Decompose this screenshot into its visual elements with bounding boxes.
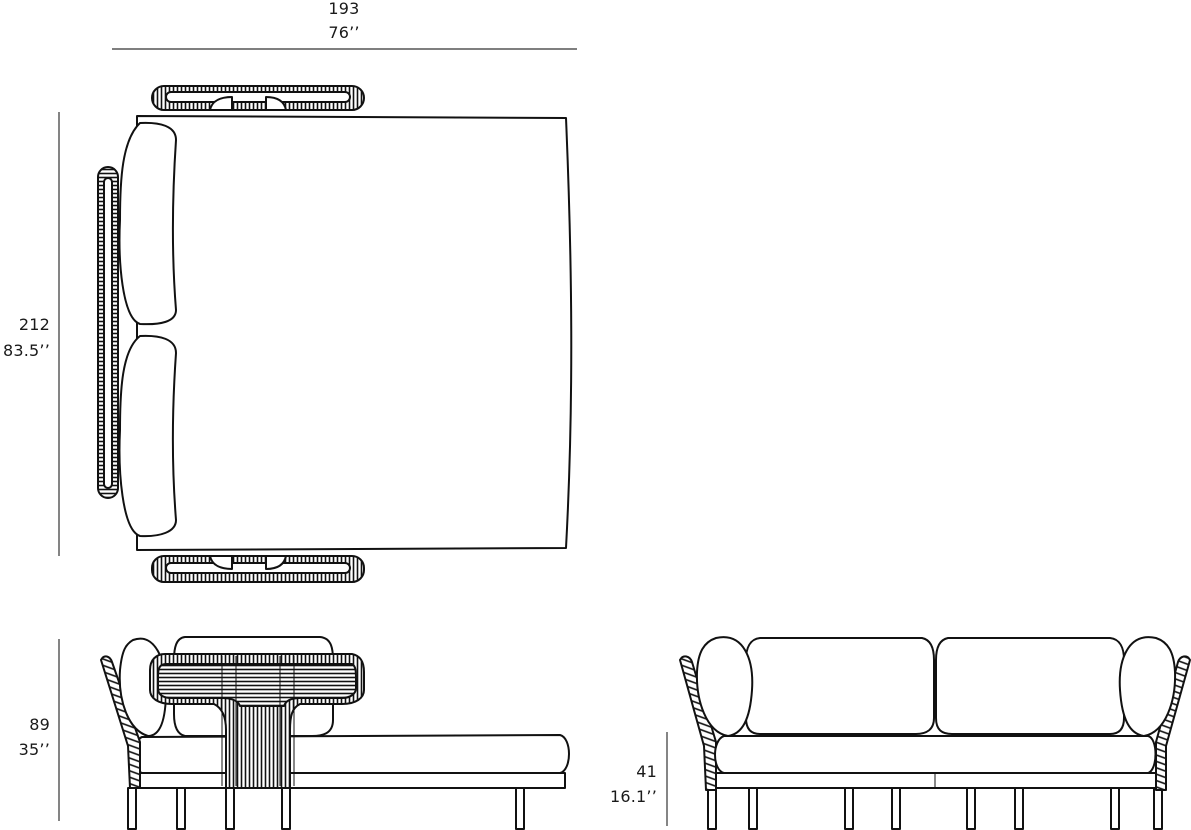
height-metric-label: 89: [29, 715, 50, 734]
side-view: [58, 636, 570, 830]
front-back-cushion-right: [935, 637, 1125, 735]
back-cushion-upper: [118, 121, 177, 326]
front-left-pillow: [695, 636, 754, 737]
seat-height-imperial-label: 16.1’’: [610, 787, 657, 806]
front-view: [666, 636, 1191, 830]
back-cushion-lower: [118, 334, 177, 538]
side-seat-cushion: [134, 734, 570, 774]
front-right-pillow: [1118, 636, 1177, 737]
side-legs: [127, 787, 525, 830]
front-left-frame: [679, 655, 717, 791]
side-back-frame: [100, 655, 141, 789]
width-imperial-label: 76’’: [328, 23, 360, 42]
seat-top: [136, 115, 573, 551]
width-metric-label: 193: [328, 0, 360, 18]
depth-metric-label: 212: [18, 315, 50, 334]
front-seat-cushion: [714, 735, 1157, 774]
front-right-frame: [1155, 655, 1191, 791]
height-imperial-label: 35’’: [18, 740, 50, 759]
front-legs: [707, 787, 1163, 830]
side-base: [135, 772, 566, 789]
top-view: [58, 48, 577, 583]
seat-height-metric-label: 41: [636, 762, 657, 781]
front-back-cushion-left: [745, 637, 935, 735]
top-arm: [151, 85, 365, 111]
depth-imperial-label: 83.5’’: [3, 341, 50, 360]
bottom-arm: [151, 555, 365, 583]
